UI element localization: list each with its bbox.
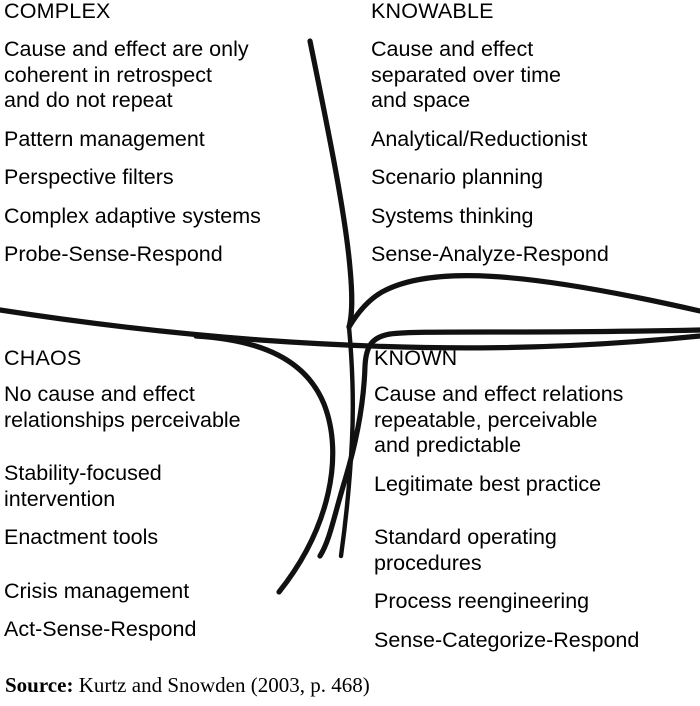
- quadrant-complex-block-0: Cause and effect are only coherent in re…: [4, 37, 334, 114]
- quadrant-knowable-line: and space: [371, 88, 471, 112]
- quadrant-known-line: procedures: [374, 550, 482, 575]
- quadrant-known-block-2: Standard operating procedures: [374, 525, 696, 576]
- quadrant-chaos-line: Crisis management: [4, 578, 190, 603]
- divider-left-sweep: [0, 307, 700, 351]
- quadrant-chaos-line: No cause and effect: [4, 382, 195, 406]
- quadrant-knowable-block-1: Analytical/Reductionist: [371, 127, 696, 153]
- quadrant-knowable-line: Systems thinking: [371, 203, 534, 228]
- quadrant-chaos-line: relationships perceivable: [4, 407, 241, 432]
- quadrant-known-block-1: Legitimate best practice: [374, 472, 696, 498]
- quadrant-complex-line: and do not repeat: [4, 88, 173, 112]
- quadrant-chaos-block-2: Enactment tools: [4, 525, 334, 551]
- quadrant-complex-line: Perspective filters: [4, 165, 174, 189]
- quadrant-chaos: CHAOS No cause and effect relationships …: [4, 345, 334, 643]
- quadrant-complex-block-4: Probe-Sense-Respond: [4, 242, 334, 268]
- quadrant-chaos-block-0: No cause and effect relationships percei…: [4, 382, 334, 433]
- source-label: Source:: [5, 673, 74, 697]
- quadrant-known-line: Standard operating: [374, 525, 557, 549]
- quadrant-chaos-block-1: Stability-focused intervention: [4, 461, 334, 512]
- quadrant-known-block-3: Process reengineering: [374, 589, 696, 615]
- quadrant-complex-block-1: Pattern management: [4, 127, 334, 153]
- quadrant-known-title: KNOWN: [374, 346, 458, 370]
- quadrant-complex-block-3: Complex adaptive systems: [4, 204, 334, 230]
- quadrant-complex-title: COMPLEX: [4, 0, 111, 23]
- quadrant-complex: COMPLEX Cause and effect are only cohere…: [4, 0, 334, 268]
- quadrant-knowable-line: Analytical/Reductionist: [371, 126, 588, 151]
- divider-central-stem: [338, 324, 356, 559]
- quadrant-chaos-title: CHAOS: [4, 346, 82, 370]
- quadrant-knowable-block-3: Systems thinking: [371, 204, 696, 230]
- quadrant-complex-line: Complex adaptive systems: [4, 203, 261, 228]
- quadrant-complex-line: Cause and effect are only: [4, 37, 249, 61]
- quadrant-chaos-line: Enactment tools: [4, 525, 159, 549]
- quadrant-knowable-line: Cause and effect: [371, 37, 534, 61]
- quadrant-complex-block-2: Perspective filters: [4, 165, 334, 191]
- quadrant-knowable-line: Scenario planning: [371, 165, 544, 189]
- quadrant-complex-line: coherent in retrospect: [4, 62, 212, 87]
- source-citation: Kurtz and Snowden (2003, p. 468): [73, 673, 370, 697]
- quadrant-known-line: Cause and effect relations: [374, 382, 624, 406]
- quadrant-known-line: Legitimate best practice: [374, 471, 602, 496]
- quadrant-knowable-block-0: Cause and effect separated over time and…: [371, 37, 696, 114]
- quadrant-knowable: KNOWABLE Cause and effect separated over…: [371, 0, 696, 268]
- quadrant-knowable-block-2: Scenario planning: [371, 165, 696, 191]
- quadrant-chaos-block-4: Act-Sense-Respond: [4, 617, 334, 643]
- quadrant-knowable-line: separated over time: [371, 62, 562, 87]
- quadrant-chaos-line: Act-Sense-Respond: [4, 617, 197, 641]
- quadrant-knowable-line: Sense-Analyze-Respond: [371, 242, 609, 266]
- quadrant-knowable-block-4: Sense-Analyze-Respond: [371, 242, 696, 268]
- divider-upper-right-sweep: [346, 273, 700, 330]
- quadrant-known-line: Sense-Categorize-Respond: [374, 627, 640, 652]
- quadrant-chaos-block-3: Crisis management: [4, 579, 334, 605]
- quadrant-known-block-0: Cause and effect relations repeatable, p…: [374, 382, 696, 459]
- quadrant-known-line: and predictable: [374, 433, 522, 457]
- quadrant-chaos-line: intervention: [4, 486, 116, 511]
- quadrant-known-line: Process reengineering: [374, 589, 590, 613]
- quadrant-complex-line: Pattern management: [4, 126, 205, 151]
- quadrant-known-block-4: Sense-Categorize-Respond: [374, 628, 696, 654]
- quadrant-complex-line: Probe-Sense-Respond: [4, 242, 223, 266]
- quadrant-chaos-line: Stability-focused: [4, 461, 162, 485]
- source-note: Source: Kurtz and Snowden (2003, p. 468): [5, 672, 370, 698]
- quadrant-known-line: repeatable, perceivable: [374, 407, 598, 432]
- quadrant-knowable-title: KNOWABLE: [371, 0, 494, 23]
- quadrant-known: KNOWN Cause and effect relations repeata…: [374, 345, 696, 653]
